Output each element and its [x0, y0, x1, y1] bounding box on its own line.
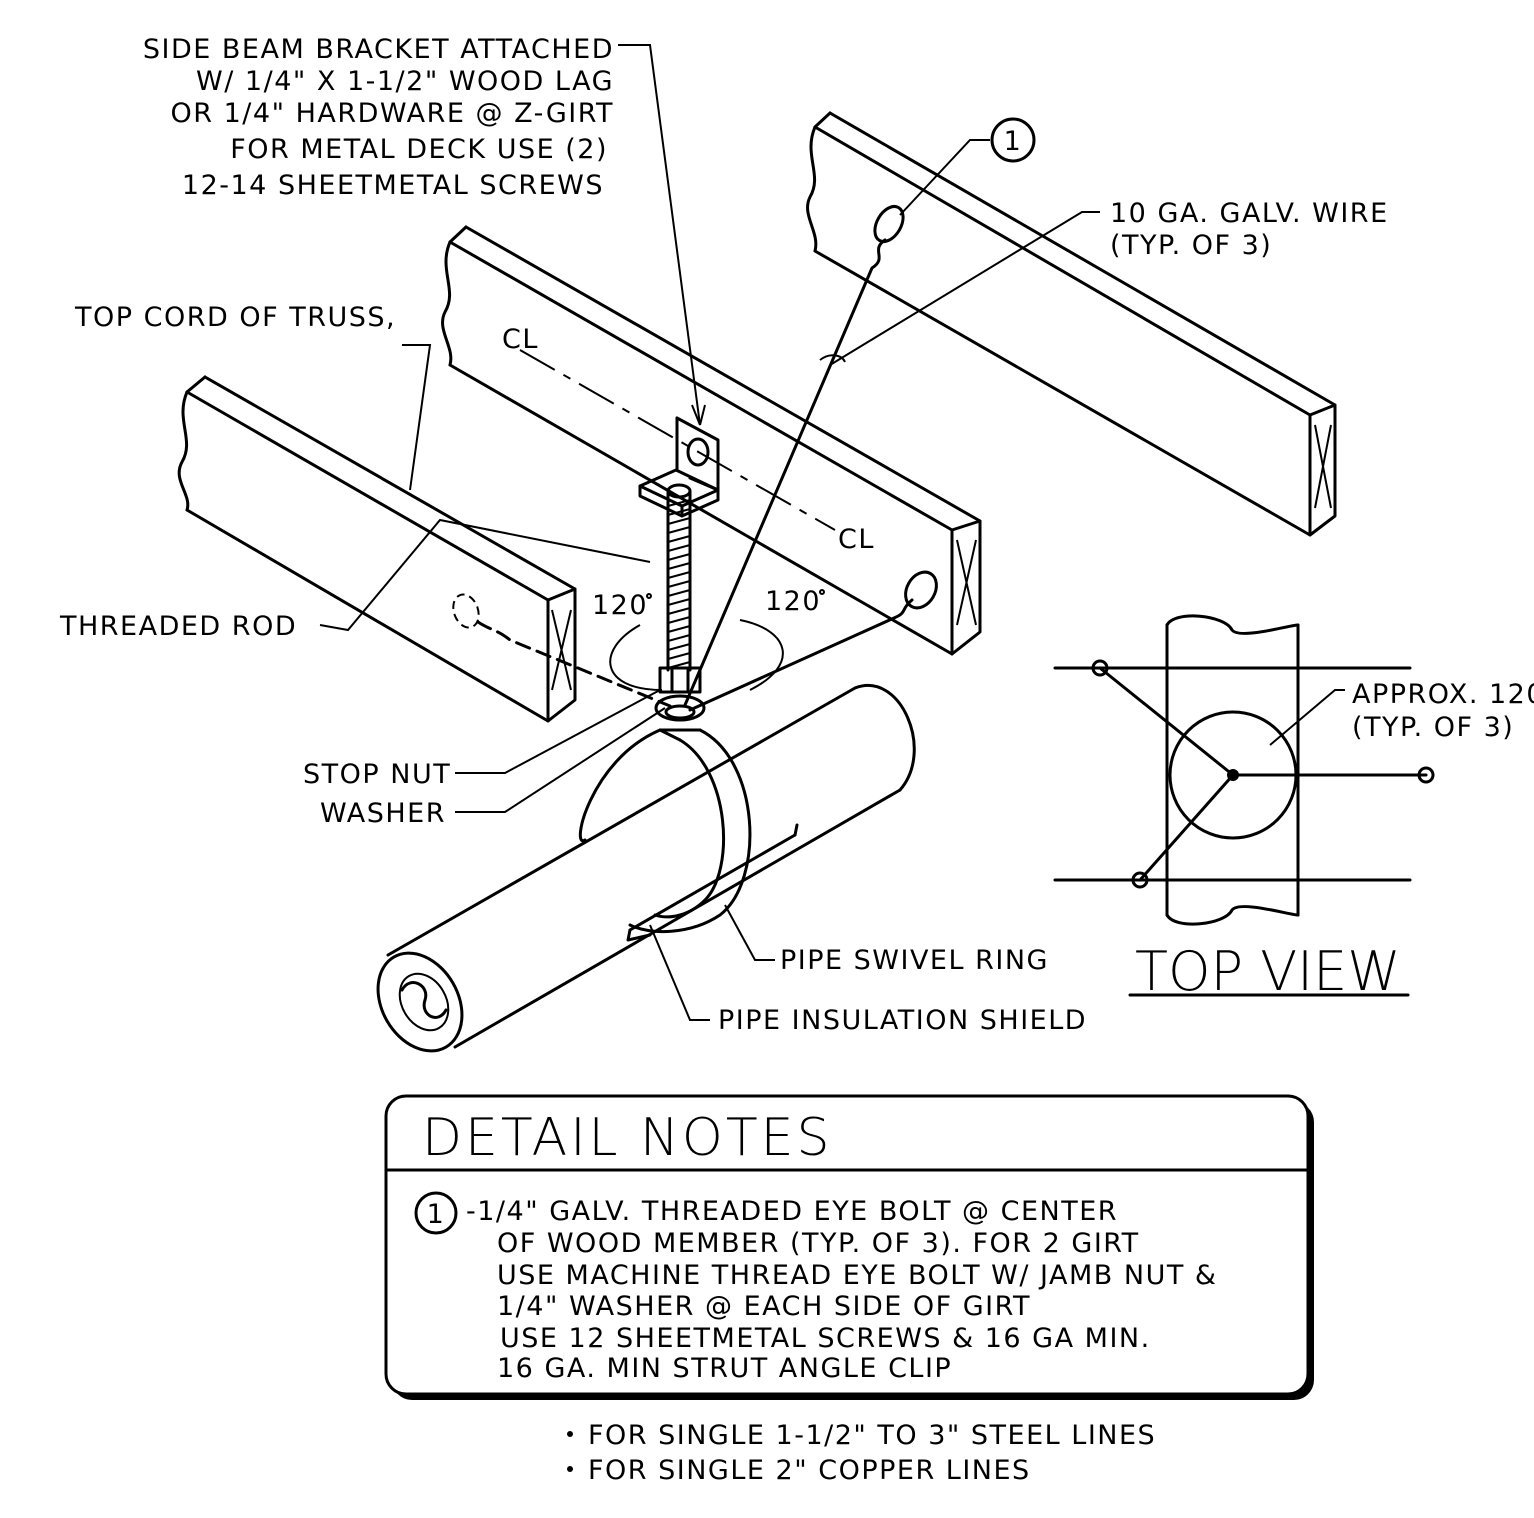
stop-nut-and-washer	[654, 666, 706, 722]
bullet-item-2: FOR SINGLE 2" COPPER LINES	[588, 1455, 1031, 1486]
wire-label-line-2: (TYP. OF 3)	[1110, 230, 1272, 261]
bullet-list: FOR SINGLE 1-1/2" TO 3" STEEL LINES FOR …	[567, 1420, 1156, 1486]
svg-text:CL: CL	[838, 524, 875, 555]
pipe-swivel-ring	[578, 728, 752, 934]
detail-note-line-6: 16 GA. MIN STRUT ANGLE CLIP	[497, 1353, 952, 1384]
hanger-wires	[476, 238, 914, 712]
wire-leader-arc	[819, 354, 846, 363]
pipe	[376, 684, 916, 1053]
centerline-symbol-upper: CL	[502, 324, 539, 355]
detail-note-line-1: -1/4" GALV. THREADED EYE BOLT @ CENTER	[466, 1196, 1118, 1227]
detail-notes-marker-circle	[414, 1191, 458, 1235]
middle-beam	[441, 225, 982, 656]
side-beam-line-1: SIDE BEAM BRACKET ATTACHED	[143, 34, 614, 65]
eye-bolt-right	[873, 204, 905, 244]
rod-thread	[667, 607, 691, 615]
rod-thread	[667, 508, 691, 516]
rod-thread	[667, 625, 691, 633]
marker-1-number: 1	[1004, 126, 1023, 157]
detail-note-line-5: USE 12 SHEETMETAL SCREWS & 16 GA MIN.	[500, 1323, 1151, 1354]
top-view: TOP VIEW	[1053, 614, 1435, 1003]
side-beam-line-4: FOR METAL DECK USE (2)	[230, 134, 608, 165]
eye-bolt-middle	[904, 570, 938, 610]
rod-thread	[667, 580, 691, 588]
rod-thread	[667, 499, 691, 507]
side-beam-bracket	[638, 416, 720, 518]
bullet-item-1: FOR SINGLE 1-1/2" TO 3" STEEL LINES	[588, 1420, 1156, 1451]
angle-left-label: 120	[592, 590, 648, 621]
rod-thread	[667, 598, 691, 606]
washer-label: WASHER	[320, 798, 446, 829]
rod-thread	[667, 571, 691, 579]
centerline-symbol-lower: CL	[838, 524, 875, 555]
detail-note-line-4: 1/4" WASHER @ EACH SIDE OF GIRT	[497, 1291, 1031, 1322]
leader-lines	[319, 44, 1345, 1021]
wire-to-left-beam	[476, 620, 672, 708]
pipe-center-point	[1227, 769, 1239, 781]
bullet-dot-2	[567, 1466, 573, 1472]
side-beam-line-5: 12-14 SHEETMETAL SCREWS	[182, 170, 604, 201]
rod-thread	[667, 616, 691, 624]
angle-arc-right	[739, 619, 784, 691]
rod-thread	[667, 517, 691, 525]
side-beam-line-2: W/ 1/4" X 1-1/2" WOOD LAG	[196, 66, 614, 97]
detail-notes-box: DETAIL NOTES 1 -1/4" GALV. THREADED EYE …	[384, 1094, 1314, 1400]
bullet-dot-1	[567, 1431, 573, 1437]
angle-right-label: 120	[765, 586, 821, 617]
rod-thread	[667, 562, 691, 570]
top-cord-label: TOP CORD OF TRUSS,	[74, 302, 396, 333]
right-beam	[806, 111, 1337, 537]
svg-text:CL: CL	[502, 324, 539, 355]
eye-bolt-left	[452, 593, 480, 629]
detail-note-line-3: USE MACHINE THREAD EYE BOLT W/ JAMB NUT …	[497, 1260, 1217, 1291]
eye-bolts	[452, 204, 938, 629]
rod-thread	[667, 652, 691, 660]
rod-thread	[667, 643, 691, 651]
rod-thread	[667, 553, 691, 561]
rod-thread	[667, 634, 691, 642]
detail-notes-title: DETAIL NOTES	[422, 1108, 833, 1168]
wire-to-right-beam	[683, 238, 887, 707]
approx-label-line-2: (TYP. OF 3)	[1352, 712, 1514, 743]
degree-mark-left	[646, 593, 652, 599]
threaded-rod	[666, 483, 692, 672]
wire-to-middle-beam	[688, 598, 914, 712]
angle-arc-left	[609, 624, 663, 691]
side-beam-callout: SIDE BEAM BRACKET ATTACHED W/ 1/4" X 1-1…	[143, 34, 614, 201]
top-view-title: TOP VIEW	[1135, 940, 1401, 1003]
rod-thread	[667, 589, 691, 597]
approx-label-line-1: APPROX. 120	[1352, 679, 1534, 710]
detail-notes-marker-number: 1	[427, 1199, 446, 1230]
side-beam-line-3: OR 1/4" HARDWARE @ Z-GIRT	[171, 98, 614, 129]
marker-1-circle	[990, 117, 1036, 163]
pipe-insulation-shield	[626, 823, 799, 942]
threaded-rod-label: THREADED ROD	[59, 611, 297, 642]
rod-thread	[667, 544, 691, 552]
degree-mark-right	[819, 589, 825, 595]
left-truss-beam	[177, 375, 577, 723]
wire-label-line-1: 10 GA. GALV. WIRE	[1110, 198, 1389, 229]
insulation-shield-label: PIPE INSULATION SHIELD	[718, 1005, 1087, 1036]
swivel-ring-label: PIPE SWIVEL RING	[780, 945, 1049, 976]
detail-note-line-2: OF WOOD MEMBER (TYP. OF 3). FOR 2 GIRT	[497, 1228, 1140, 1259]
stop-nut-label: STOP NUT	[303, 759, 451, 790]
rod-thread	[667, 526, 691, 534]
rod-thread	[667, 535, 691, 543]
